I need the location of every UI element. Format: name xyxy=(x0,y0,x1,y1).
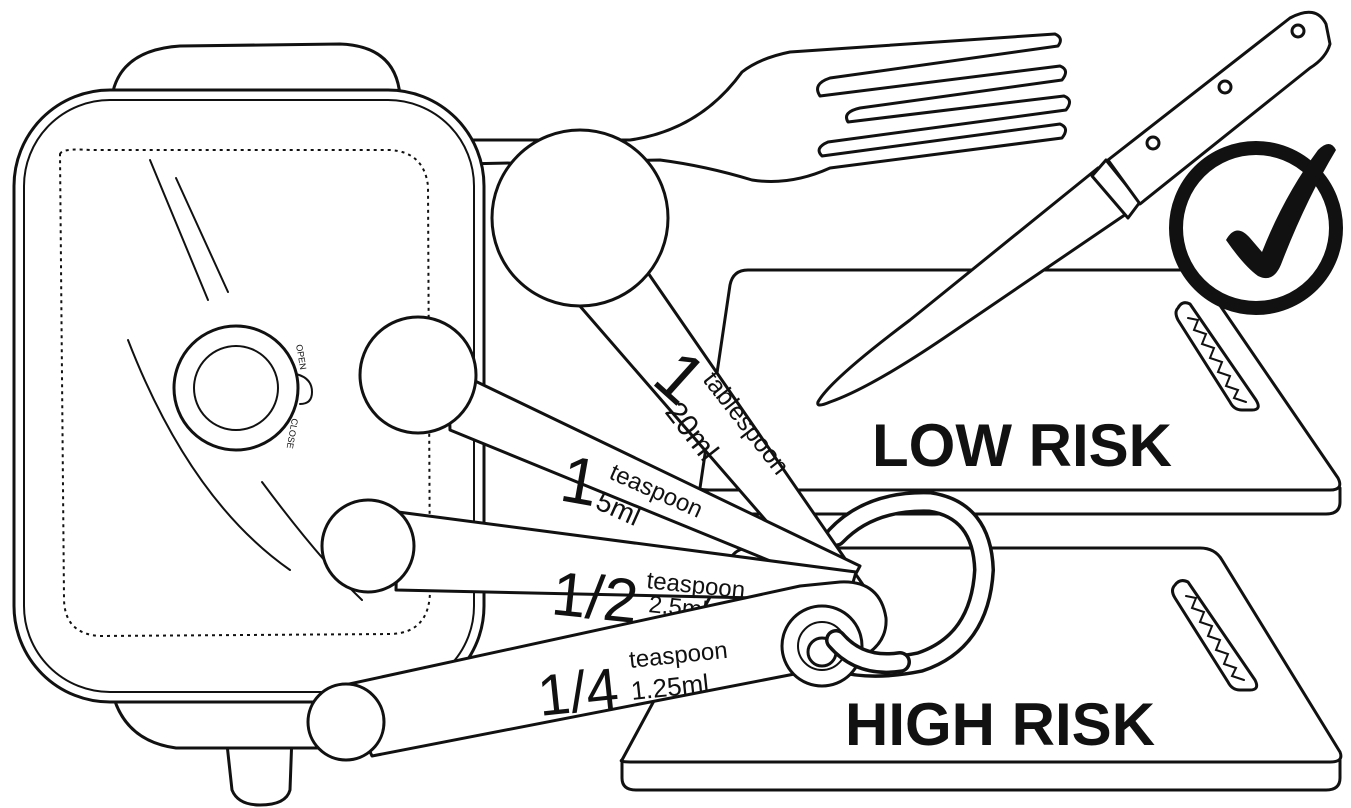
half-teaspoon-measure: 1/2 teaspoon 2.5ml xyxy=(320,498,858,637)
lid-valve: OPEN CLOSE xyxy=(172,324,314,452)
low-risk-label: LOW RISK xyxy=(872,412,1172,479)
spoon-ring-front-fill xyxy=(828,632,908,671)
teaspoon-measure: 1 teaspoon 5ml xyxy=(358,315,862,594)
high-board-handle-slot xyxy=(1171,579,1259,692)
knife-icon xyxy=(816,10,1332,407)
low-board-handle-slot xyxy=(1174,301,1260,412)
tablespoon-measure: 1 tablespoon 20ml xyxy=(490,128,870,608)
check-circle-icon xyxy=(1169,141,1343,315)
quarter-teaspoon-measure: 1/4 teaspoon 1.25ml xyxy=(306,580,888,762)
valve-open-label: OPEN xyxy=(294,344,308,371)
high-risk-label: HIGH RISK xyxy=(845,691,1155,758)
quarter-teaspoon-fraction: 1/4 xyxy=(535,656,622,729)
